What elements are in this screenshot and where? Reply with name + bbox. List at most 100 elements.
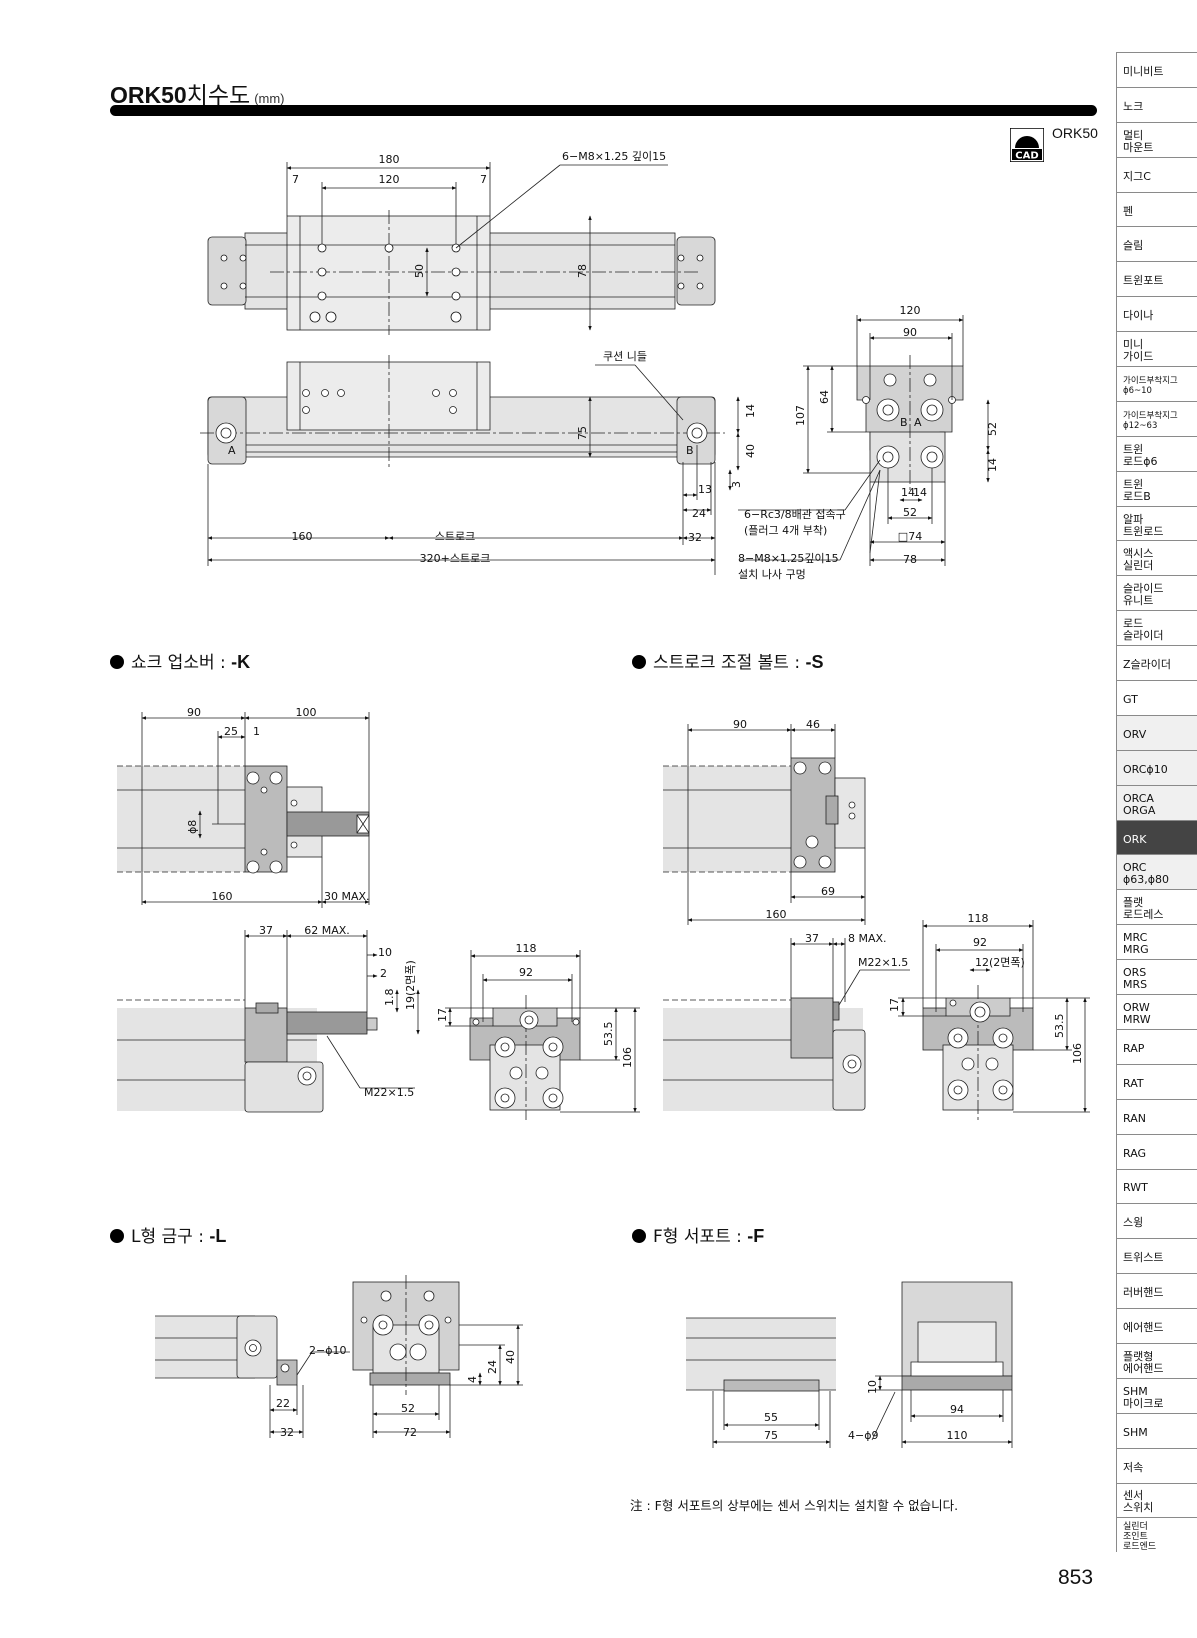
sidebar-item-9[interactable]: 가이드부착지그 ϕ6~10 (1116, 366, 1197, 401)
sidebar-item-29[interactable]: RAT (1116, 1063, 1197, 1099)
sidebar-item-41[interactable]: 센서 스위치 (1116, 1482, 1197, 1518)
sidebar-item-33[interactable]: 스윙 (1116, 1203, 1197, 1239)
footnote: 注 : F형 서포트의 상부에는 센서 스위치는 설치할 수 없습니다. (630, 1498, 959, 1513)
sidebar-item-34[interactable]: 트위스트 (1116, 1238, 1197, 1274)
sidebar-item-32[interactable]: RWT (1116, 1168, 1197, 1204)
sidebar-item-label: 트위스트 (1123, 1251, 1164, 1265)
page-number: 853 (1058, 1566, 1094, 1589)
sidebar-item-2[interactable]: 멀티 마운트 (1116, 121, 1197, 157)
sidebar-item-label: 미니 가이드 (1123, 338, 1154, 364)
sidebar-item-17[interactable]: Z슬라이더 (1116, 645, 1197, 681)
sidebar-item-3[interactable]: 지그C (1116, 156, 1197, 192)
k-dim-1: 1 (253, 725, 260, 738)
sidebar-item-36[interactable]: 에어핸드 (1116, 1308, 1197, 1343)
sidebar-item-label: 가이드부착지그 ϕ12~63 (1123, 410, 1178, 431)
f-labels: 55 75 4−ϕ9 10 94 110 (764, 1380, 968, 1442)
sidebar-item-0[interactable]: 미니비트 (1116, 52, 1197, 87)
sidebar-item-27[interactable]: ORW MRW (1116, 994, 1197, 1029)
l-dim-24: 24 (486, 1360, 499, 1374)
k-top-view (117, 765, 370, 873)
sidebar-item-18[interactable]: GT (1116, 680, 1197, 715)
l-dim-40: 40 (504, 1350, 517, 1364)
sidebar-item-35[interactable]: 러버핸드 (1116, 1273, 1197, 1309)
s-dim-12: 12(2면폭) (975, 956, 1025, 969)
sidebar-item-label: 로드 슬라이더 (1123, 617, 1164, 643)
sidebar-item-12[interactable]: 트윈 로드B (1116, 470, 1197, 506)
sidebar-item-37[interactable]: 플랫형 에어핸드 (1116, 1342, 1197, 1378)
sidebar-item-label: ORC ϕ63,ϕ80 (1123, 861, 1170, 887)
sidebar-item-14[interactable]: 액시스 실린더 (1116, 540, 1197, 576)
ev-dim-14a: 14 (901, 486, 915, 499)
model-name: ORK50 (110, 82, 187, 108)
sidebar-item-label: ORCA ORGA (1123, 791, 1156, 817)
dim-160: 160 (292, 530, 313, 543)
pipe-callout-1: 6−Rc3/8배관 접속구 (744, 508, 846, 521)
k-labels: 90 100 25 1 ϕ8 160 30 MAX. 37 62 MAX. 10… (186, 706, 634, 1099)
sidebar-item-label: 멀티 마운트 (1123, 128, 1154, 154)
k-dim-100: 100 (296, 706, 317, 719)
ev-dim-107: 107 (794, 405, 807, 426)
sidebar-item-39[interactable]: SHM (1116, 1412, 1197, 1448)
s-dim-90: 90 (733, 718, 747, 731)
sidebar-item-label: 플랫형 에어핸드 (1123, 1349, 1164, 1375)
sidebar-item-24[interactable]: 플랫 로드레스 (1116, 889, 1197, 925)
k-dim-160: 160 (212, 890, 233, 903)
sidebar-item-42[interactable]: 실린더 조인트 로드엔드 (1116, 1517, 1197, 1552)
port-a-label: A (228, 444, 236, 457)
sidebar-item-30[interactable]: RAN (1116, 1098, 1197, 1134)
sidebar-item-1[interactable]: 노크 (1116, 86, 1197, 122)
sidebar-item-28[interactable]: RAP (1116, 1028, 1197, 1064)
sidebar-item-22[interactable]: ORK (1116, 819, 1197, 855)
sidebar-item-label: 가이드부착지그 ϕ6~10 (1123, 375, 1178, 396)
k-dim-37: 37 (259, 924, 273, 937)
k-dim-30max: 30 MAX. (324, 890, 370, 903)
sidebar-item-label: 에어핸드 (1123, 1321, 1164, 1334)
sidebar-item-21[interactable]: ORCA ORGA (1116, 784, 1197, 820)
s-dim-53-5: 53.5 (1053, 1014, 1066, 1039)
sidebar-item-label: ORK (1123, 832, 1147, 846)
sidebar-item-8[interactable]: 미니 가이드 (1116, 331, 1197, 367)
sidebar-item-label: 노크 (1123, 99, 1144, 113)
s-dim-92: 92 (973, 936, 987, 949)
sidebar-item-20[interactable]: ORCϕ10 (1116, 749, 1197, 785)
dim-7a: 7 (292, 173, 299, 186)
s-dim-37: 37 (805, 932, 819, 945)
sidebar-item-4[interactable]: 펜 (1116, 191, 1197, 227)
sidebar-item-40[interactable]: 저속 (1116, 1447, 1197, 1483)
sidebar-item-31[interactable]: RAG (1116, 1133, 1197, 1169)
dim-50: 50 (413, 264, 426, 278)
f-dim-10: 10 (866, 1380, 879, 1394)
sidebar-item-23[interactable]: ORC ϕ63,ϕ80 (1116, 854, 1197, 890)
needle-callout: 쿠션 니들 (603, 350, 647, 363)
sidebar-item-label: GT (1123, 692, 1138, 706)
ev-dim-74: □74 (898, 530, 922, 543)
sidebar-item-25[interactable]: MRC MRG (1116, 924, 1197, 960)
dim-3: 3 (730, 481, 743, 488)
sidebar-item-15[interactable]: 슬라이드 유니트 (1116, 575, 1197, 611)
k-side-view (117, 999, 378, 1113)
cad-icon[interactable]: CAD (1010, 128, 1044, 162)
sidebar-item-7[interactable]: 다이나 (1116, 296, 1197, 332)
sidebar-item-5[interactable]: 슬림 (1116, 226, 1197, 262)
sidebar-item-26[interactable]: ORS MRS (1116, 959, 1197, 995)
l-dim-4: 4 (466, 1376, 479, 1383)
sidebar-item-19[interactable]: ORV (1116, 714, 1197, 750)
f-hole: 4−ϕ9 (848, 1429, 878, 1442)
l-end-view (352, 1275, 460, 1395)
ev-dim-64: 64 (818, 390, 831, 404)
sidebar-item-6[interactable]: 트윈포트 (1116, 261, 1197, 297)
cad-label: ORK50 (1052, 125, 1098, 141)
sidebar-item-16[interactable]: 로드 슬라이더 (1116, 610, 1197, 646)
sidebar-item-11[interactable]: 트윈 로드ϕ6 (1116, 435, 1197, 471)
sidebar-item-label: 트윈 로드B (1123, 477, 1151, 503)
f-end-view (901, 1281, 1013, 1391)
s-dim-69: 69 (821, 885, 835, 898)
sidebar-item-10[interactable]: 가이드부착지그 ϕ12~63 (1116, 400, 1197, 436)
s-thread: M22×1.5 (858, 956, 908, 969)
sidebar-item-label: ORV (1123, 727, 1147, 741)
sidebar-item-13[interactable]: 알파 트윈로드 (1116, 505, 1197, 541)
sidebar-item-38[interactable]: SHM 마이크로 (1116, 1377, 1197, 1413)
ev-dim-52: 52 (903, 506, 917, 519)
end-view-labels: 120 90 107 64 52 14 14 14 52 □74 78 B A (794, 304, 999, 566)
